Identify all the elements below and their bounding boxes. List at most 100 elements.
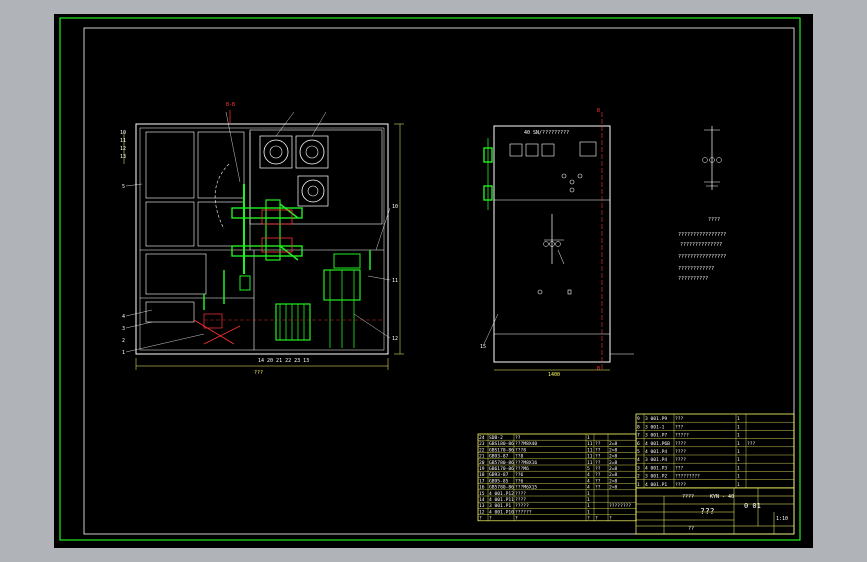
bom-right-cell: 3 [637, 465, 640, 471]
callout-4: 4 [122, 314, 125, 320]
bom-left-cell: ?? [595, 460, 601, 466]
bottom-callouts: 14 20 21 22 23 13 [258, 358, 309, 364]
bom-left-cell: ??8 [515, 454, 524, 460]
bom-left-cell: GB93-87 [489, 454, 509, 460]
bom-left-cell: 17 [479, 478, 485, 484]
bom-left-cell: 4 [587, 472, 590, 478]
bom-left-cell: 4 [587, 478, 590, 484]
drawing-code: KYN - 40 [710, 494, 734, 500]
callout-10: 10 [120, 130, 126, 136]
bom-left-cell: 4 [587, 485, 590, 491]
front-section-mark: B [597, 108, 600, 114]
bom-left-cell: 11 [587, 447, 593, 453]
bom-left-cell: 2=8 [609, 485, 618, 491]
bom-right-cell: 4 [637, 457, 640, 463]
drawing-canvas[interactable]: B-B ??? 14 20 21 22 23 13 10 11 12 13 5 … [54, 14, 813, 548]
bom-right-cell: ???? [675, 482, 686, 488]
bom-right-cell: ???? [675, 449, 686, 455]
bom-left-cell: ? [479, 516, 482, 522]
bom-left-cell: ? [515, 516, 518, 522]
bom-left-cell: 16 [479, 485, 485, 491]
bom-left-cell: ??6 [515, 472, 524, 478]
bom-left-cell: 1 [587, 491, 590, 497]
bom-right-cell: ????? [675, 433, 689, 439]
bom-left-cell: ???M8X40 [515, 441, 537, 447]
bom-right-cell: 3 001-1 [645, 424, 665, 430]
callout-r12: 12 [392, 336, 398, 342]
bom-right-cell: 1 [737, 449, 740, 455]
bom-left-cell: ???8 [515, 447, 526, 453]
bom-right-cell: 1 [737, 433, 740, 439]
bom-left-cell: 2=8 [609, 454, 618, 460]
bom-right-cell: 1 [637, 482, 640, 488]
bom-left-cell: 1 [587, 497, 590, 503]
bom-right-cell: ???? [675, 441, 686, 447]
bom-left-cell: ????? [515, 503, 529, 509]
callout-12: 12 [120, 146, 126, 152]
bom-left-cell: ? [595, 516, 598, 522]
bom-left-cell: 11 [587, 454, 593, 460]
bom-left-cell: 4 001.P12 [489, 491, 514, 497]
bom-left-cell: 1 [587, 435, 590, 441]
bom-left-cell: 11 [587, 460, 593, 466]
drawing-title: ??? [700, 507, 715, 516]
callout-r10: 10 [392, 204, 398, 210]
bom-left-cell: ???? [515, 497, 526, 503]
bom-left-cell: 2=8 [609, 472, 618, 478]
callout-1: 1 [122, 350, 125, 356]
callout-2: 2 [122, 338, 125, 344]
bom-left-cell: ?????? [515, 509, 532, 515]
schematic-text-3: ?????????????? [680, 242, 722, 248]
bom-left-cell: 13 [479, 503, 485, 509]
bom-left-cell: 2=8 [609, 460, 618, 466]
callout-r11: 11 [392, 278, 398, 284]
schematic: ???? ???????????????? ?????????????? ???… [678, 126, 726, 282]
scale-label: 1:10 [776, 516, 788, 522]
bom-left-cell: GB93-87 [489, 472, 509, 478]
bom-left-cell: SDB-2 [489, 435, 503, 441]
section-mark-label: B-B [226, 102, 235, 108]
bom-left-cell: ???M6 [515, 466, 529, 472]
bom-left-cell: ?? [595, 485, 601, 491]
bom-left-cell: 1 [587, 503, 590, 509]
schematic-text-4: ???????????????? [678, 254, 726, 260]
bom-right-cell: 4 001.P3 [645, 465, 667, 471]
bom-right-cell: ??? [675, 416, 684, 422]
bom-right-cell: 1 [737, 441, 740, 447]
bom-left-cell: 5 [587, 466, 590, 472]
bom-left-cell: ???M6X15 [515, 485, 537, 491]
bom-left-cell: 24 [479, 435, 485, 441]
bom-left-cell: GB5780-86 [489, 460, 514, 466]
bom-right-cell: ????????? [675, 474, 700, 480]
section-view: B-B ??? 14 20 21 22 23 13 10 11 12 13 5 … [120, 102, 404, 376]
bom-right-cell: 1 [737, 416, 740, 422]
bom-right-cell: 4 001.P4 [645, 449, 667, 455]
bom-left-cell: 2=8 [609, 478, 618, 484]
bom-left-cell: 2=8 [609, 447, 618, 453]
bom-left-cell: ???????? [609, 503, 631, 509]
bom-right-cell: 9 [637, 416, 640, 422]
bom-left-cell: 18 [479, 472, 485, 478]
bom-left-cell: 4 001.P11 [489, 497, 514, 503]
bom-left-cell: 11 [587, 441, 593, 447]
callout-3: 3 [122, 326, 125, 332]
bom-left-cell: ???M8X16 [515, 460, 537, 466]
bom-left-cell: ?? [595, 454, 601, 460]
bom-left-cell: ???? [515, 491, 526, 497]
bom-left-cell: GB6170-86 [489, 466, 514, 472]
bom-right-cell: 1 [737, 457, 740, 463]
bom-left-cell: 4 001.P10 [489, 509, 514, 515]
bom-left-cell: ?? [595, 441, 601, 447]
bom-left-cell: GBS180-86 [489, 441, 514, 447]
bom-right-cell: 3 001.P7 [645, 433, 667, 439]
bom-left-cell: 20 [479, 460, 485, 466]
bom-left-cell: ?? [595, 478, 601, 484]
left-dim-label: ??? [254, 370, 263, 376]
front-section-mark-bottom: B [597, 366, 600, 372]
bom-right-cell: 1 [737, 474, 740, 480]
callout-11: 11 [120, 138, 126, 144]
bom-right-cell: 8 [637, 424, 640, 430]
schematic-text-5: ???????????? [678, 266, 714, 272]
